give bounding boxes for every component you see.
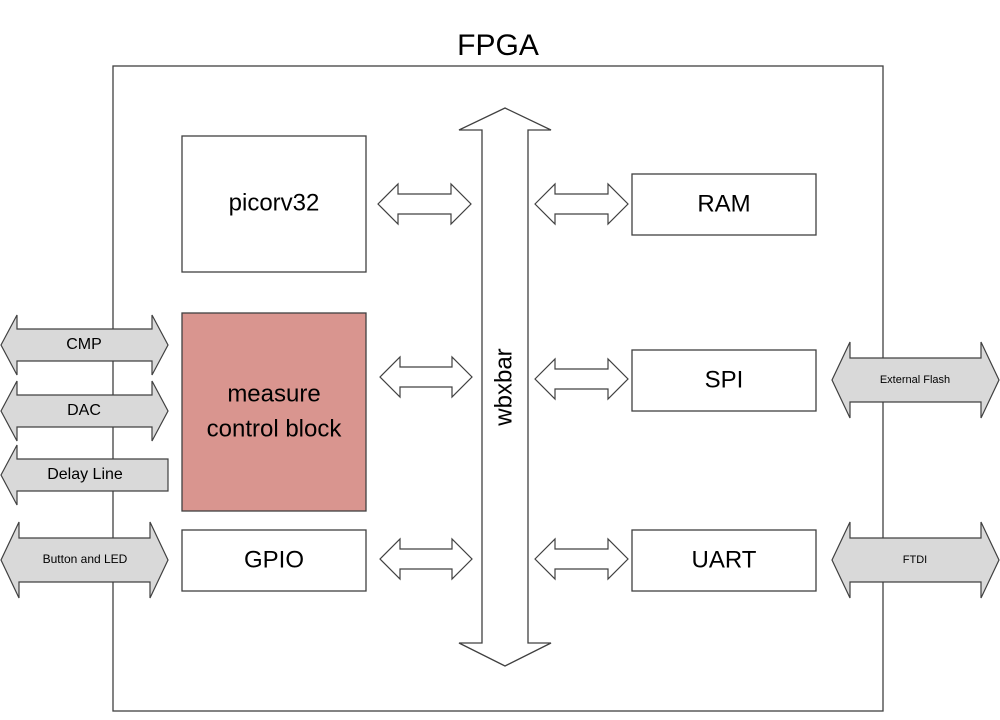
gpio-label: GPIO [244,546,304,573]
measure-control-block [181,312,367,512]
measure-bus-arrow [379,355,473,399]
spi-bus-arrow [534,357,629,401]
uart-label: UART [692,546,757,573]
fpga-title: FPGA [457,29,539,62]
spi-label: SPI [705,366,744,393]
wbxbar-bus-arrow [458,107,552,667]
ram-block [631,173,817,236]
measure-label-line2: control block [207,415,343,442]
delay-line-external-arrow [0,444,169,506]
button-led-external-arrow [0,521,169,599]
button-led-label: Button and LED [43,552,128,566]
measure-label-line1: measure [227,380,320,407]
ram-label: RAM [697,190,750,217]
delay-line-label: Delay Line [47,466,123,483]
uart-block [631,529,817,592]
picorv32-block [181,135,367,273]
dac-external-arrow [0,380,169,442]
gpio-bus-arrow [379,537,473,581]
cmp-external-arrow [0,314,169,376]
gpio-block [181,529,367,592]
ram-bus-arrow [534,182,629,226]
external-flash-label: External Flash [880,374,950,386]
ftdi-external-arrow [831,521,1000,599]
wbxbar-label: wbxbar [490,348,517,426]
spi-block [631,349,817,412]
external-flash-arrow [831,341,1000,419]
uart-bus-arrow [534,537,629,581]
dac-label: DAC [67,402,101,419]
ftdi-label: FTDI [903,554,927,566]
cmp-label: CMP [66,336,102,353]
picorv32-bus-arrow [377,182,472,226]
picorv32-label: picorv32 [229,189,320,216]
